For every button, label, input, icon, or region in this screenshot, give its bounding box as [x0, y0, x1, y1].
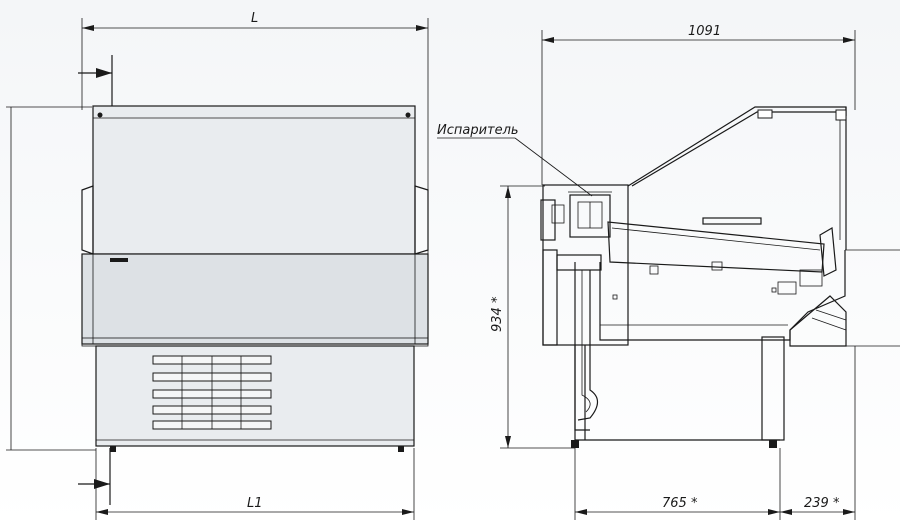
- front-view: L: [6, 11, 429, 520]
- dim-l1: L1: [95, 448, 415, 520]
- dim-l-label: L: [251, 11, 258, 26]
- dim-934: 934 *: [490, 185, 575, 449]
- dim-239: 239 *: [780, 346, 856, 520]
- dim-239-label: 239 *: [804, 496, 840, 511]
- dim-1091: 1091: [541, 24, 856, 185]
- dim-765: 765 *: [574, 448, 781, 520]
- section-arrow-bottom: [78, 448, 111, 505]
- evaporator-label: Испаритель: [437, 123, 519, 138]
- front-glass: [92, 105, 416, 255]
- dim-1091-label: 1091: [688, 24, 721, 39]
- dim-934-label: 934 *: [490, 296, 505, 332]
- side-view: 1091 934 * Испаритель: [437, 24, 900, 520]
- dim-765-label: 765 *: [662, 496, 698, 511]
- dim-l1-label: L1: [247, 496, 263, 511]
- front-cabinet: [81, 253, 429, 345]
- evaporator-unit: [569, 194, 611, 238]
- section-arrow-top: [78, 55, 113, 112]
- vent-grille: [152, 355, 272, 430]
- evaporator-callout: Испаритель: [437, 123, 593, 197]
